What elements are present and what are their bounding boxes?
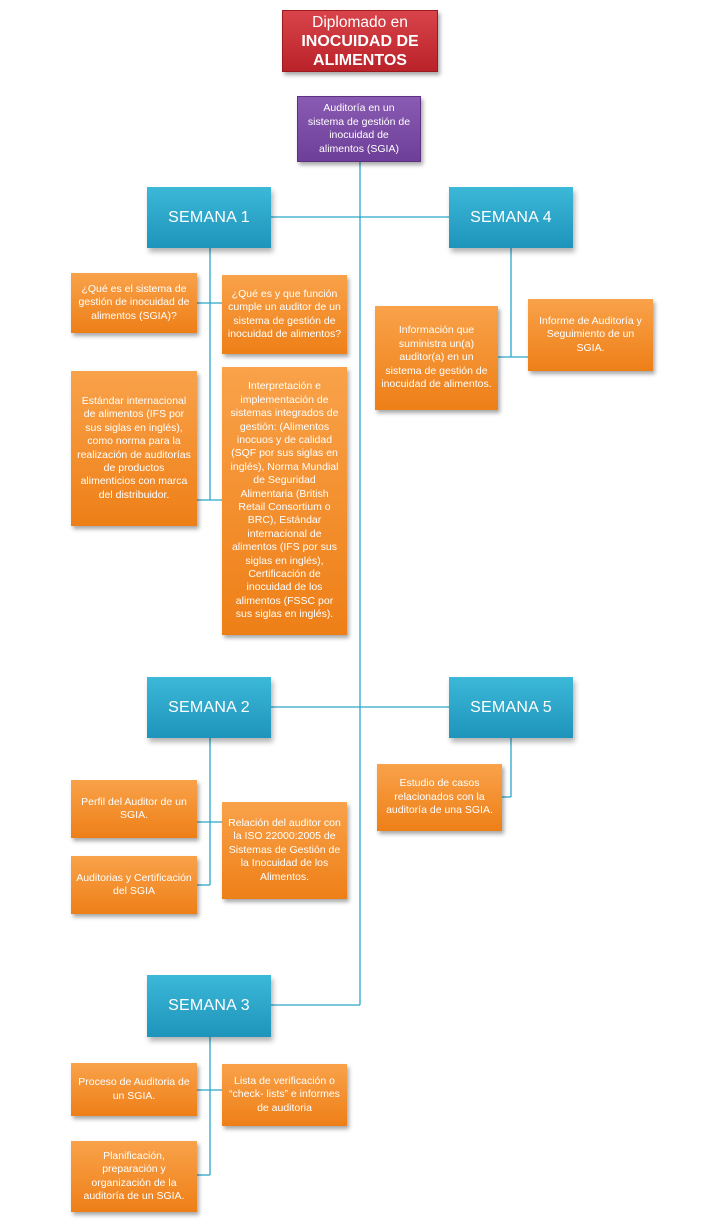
week-2-topic-3: Relación del auditor con la ISO 22000:20… [222, 802, 347, 899]
week-1-topic-2: Estándar internacional de alimentos (IFS… [71, 371, 197, 526]
week-2-box: SEMANA 2 [147, 677, 271, 738]
diploma-title-line1: Diplomado en [312, 13, 408, 31]
week-4-topic-1: Información que suministra un(a) auditor… [375, 306, 498, 410]
course-subtitle: Auditoría en un sistema de gestión de in… [297, 96, 421, 162]
week-3-topic-1: Proceso de Auditoria de un SGIA. [71, 1063, 197, 1116]
week-3-box: SEMANA 3 [147, 975, 271, 1037]
week-3-topic-3: Lista de verificación o “check- lists” e… [222, 1064, 347, 1126]
week-1-topic-1: ¿Qué es el sistema de gestión de inocuid… [71, 273, 197, 333]
week-2-topic-2: Auditorias y Certificación del SGIA [71, 856, 197, 914]
week-1-topic-4: Interpretación e implementación de siste… [222, 367, 347, 635]
week-2-topic-1: Perfil del Auditor de un SGIA. [71, 780, 197, 838]
week-5-box: SEMANA 5 [449, 677, 573, 738]
week-3-topic-2: Planificación, preparación y organizació… [71, 1141, 197, 1212]
week-4-topic-2: Informe de Auditoría y Seguimiento de un… [528, 299, 653, 371]
diploma-title: Diplomado en INOCUIDAD DE ALIMENTOS [282, 10, 438, 72]
week-1-box: SEMANA 1 [147, 187, 271, 248]
week-4-box: SEMANA 4 [449, 187, 573, 248]
week-5-topic-1: Estudio de casos relacionados con la aud… [377, 764, 502, 831]
diploma-title-line2: INOCUIDAD DE ALIMENTOS [301, 32, 419, 69]
week-1-topic-3: ¿Qué es y que función cumple un auditor … [222, 275, 347, 354]
